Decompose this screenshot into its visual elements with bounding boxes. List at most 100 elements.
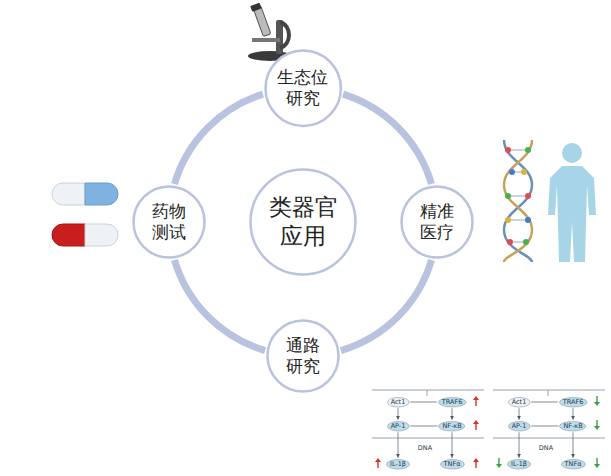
pathway-label: TRAF6 xyxy=(563,399,584,406)
helix-dot xyxy=(525,147,531,153)
microscope-stage xyxy=(252,38,280,42)
pathway-node: NF-κB xyxy=(438,421,465,432)
pathway-connector xyxy=(531,402,557,403)
membrane-line xyxy=(493,390,605,391)
capsule-half xyxy=(85,224,118,246)
circle-node: 药物 测试 xyxy=(132,185,206,259)
helix-dot xyxy=(505,147,511,153)
pathway-node: AP-1 xyxy=(508,421,531,432)
down-arrow xyxy=(596,458,597,464)
circle-shape xyxy=(265,50,340,125)
pathway-label: IL-1β xyxy=(511,461,527,468)
node-label: 类器官 应用 xyxy=(269,193,338,251)
pathway-label: AP-1 xyxy=(512,423,527,430)
pathway-node: TNFα xyxy=(561,459,586,470)
pathway-membranes xyxy=(372,390,605,438)
helix-dot xyxy=(525,217,531,223)
ellipse-shape xyxy=(387,421,409,431)
ellipse-shape xyxy=(440,459,464,469)
up-arrow-head xyxy=(473,458,479,462)
capsule-half xyxy=(85,183,118,205)
pathway-text: DNA xyxy=(417,445,433,452)
helix-dot xyxy=(505,217,511,223)
pathway-node: IL-1β xyxy=(386,459,410,470)
ellipse-shape xyxy=(560,421,586,431)
helix-strand xyxy=(504,140,532,262)
circle-node: 精准 医疗 xyxy=(400,185,474,259)
pathway-connector xyxy=(519,432,520,458)
pathway-node: IL-1β xyxy=(507,459,531,470)
circle-shape xyxy=(251,170,356,275)
up-arrow xyxy=(377,462,378,468)
microscope-icon xyxy=(248,3,292,61)
ellipse-shape xyxy=(386,459,409,469)
pill-icons xyxy=(52,183,118,246)
ellipse-shape xyxy=(508,421,530,431)
capsule-half xyxy=(52,224,85,246)
membrane-line xyxy=(548,390,549,396)
pathway-label: Act1 xyxy=(391,399,406,406)
circle-shape xyxy=(134,187,205,258)
helix-dot xyxy=(525,193,531,199)
circle-shape xyxy=(268,321,339,392)
pathway-node: TRAF6 xyxy=(438,397,467,408)
ellipse-shape xyxy=(508,397,530,407)
ring-arc xyxy=(174,94,262,184)
pathway-label: TNFα xyxy=(444,461,461,468)
up-arrow-head xyxy=(375,458,381,462)
circle-shape xyxy=(402,187,473,258)
ellipse-shape xyxy=(561,459,585,469)
membrane-line xyxy=(493,438,605,439)
membrane-line xyxy=(372,390,484,391)
ellipse-shape xyxy=(507,459,530,469)
ellipse-shape xyxy=(559,397,587,407)
up-arrow-head xyxy=(473,396,479,400)
up-arrow xyxy=(475,462,476,468)
node-label: 精准 医疗 xyxy=(420,201,454,244)
pathway-connector xyxy=(451,432,452,458)
up-arrows xyxy=(375,396,479,468)
ellipse-shape xyxy=(438,397,466,407)
pathway-label: TNFα xyxy=(565,461,582,468)
node-label: 通路 研究 xyxy=(286,335,320,378)
membrane-line xyxy=(372,438,484,439)
pathway-connector xyxy=(451,408,452,420)
dna-helix xyxy=(504,140,532,262)
circle-node: 通路 研究 xyxy=(266,319,340,393)
pathway-label: NF-κB xyxy=(563,423,582,430)
ring-arc xyxy=(174,260,265,351)
circle-node: 类器官 应用 xyxy=(249,168,357,276)
node-label: 生态位 研究 xyxy=(277,67,328,110)
membrane-line xyxy=(427,390,428,396)
down-arrows xyxy=(496,396,600,468)
pathway-node: TNFα xyxy=(440,459,465,470)
pathway-connector xyxy=(572,432,573,458)
pathway-connector xyxy=(398,432,399,458)
pathway-node: NF-κB xyxy=(559,421,586,432)
human-body xyxy=(548,166,596,262)
helix-dot xyxy=(521,169,527,175)
pathway-connector xyxy=(531,426,558,427)
pathway-label: AP-1 xyxy=(391,423,406,430)
pathway-node: Act1 xyxy=(508,397,531,408)
capsule-half xyxy=(52,183,85,205)
pathway-connector xyxy=(398,408,399,420)
down-arrow xyxy=(498,458,499,464)
pathway-label: IL-1β xyxy=(390,461,406,468)
pathway-connector xyxy=(519,408,520,420)
ellipse-shape xyxy=(439,421,465,431)
pathway-label: Act1 xyxy=(512,399,527,406)
up-arrow-head xyxy=(473,420,479,424)
human-silhouette xyxy=(548,143,596,262)
pathway-node: TRAF6 xyxy=(559,397,588,408)
down-arrow xyxy=(596,420,597,426)
pathway-label: TRAF6 xyxy=(442,399,463,406)
helix-strand xyxy=(504,140,532,262)
node-label: 药物 测试 xyxy=(152,201,186,244)
up-arrow xyxy=(475,400,476,406)
pathway-connector xyxy=(410,402,436,403)
human-head xyxy=(562,143,582,163)
helix-dot xyxy=(509,169,515,175)
ring-arc xyxy=(343,94,432,184)
